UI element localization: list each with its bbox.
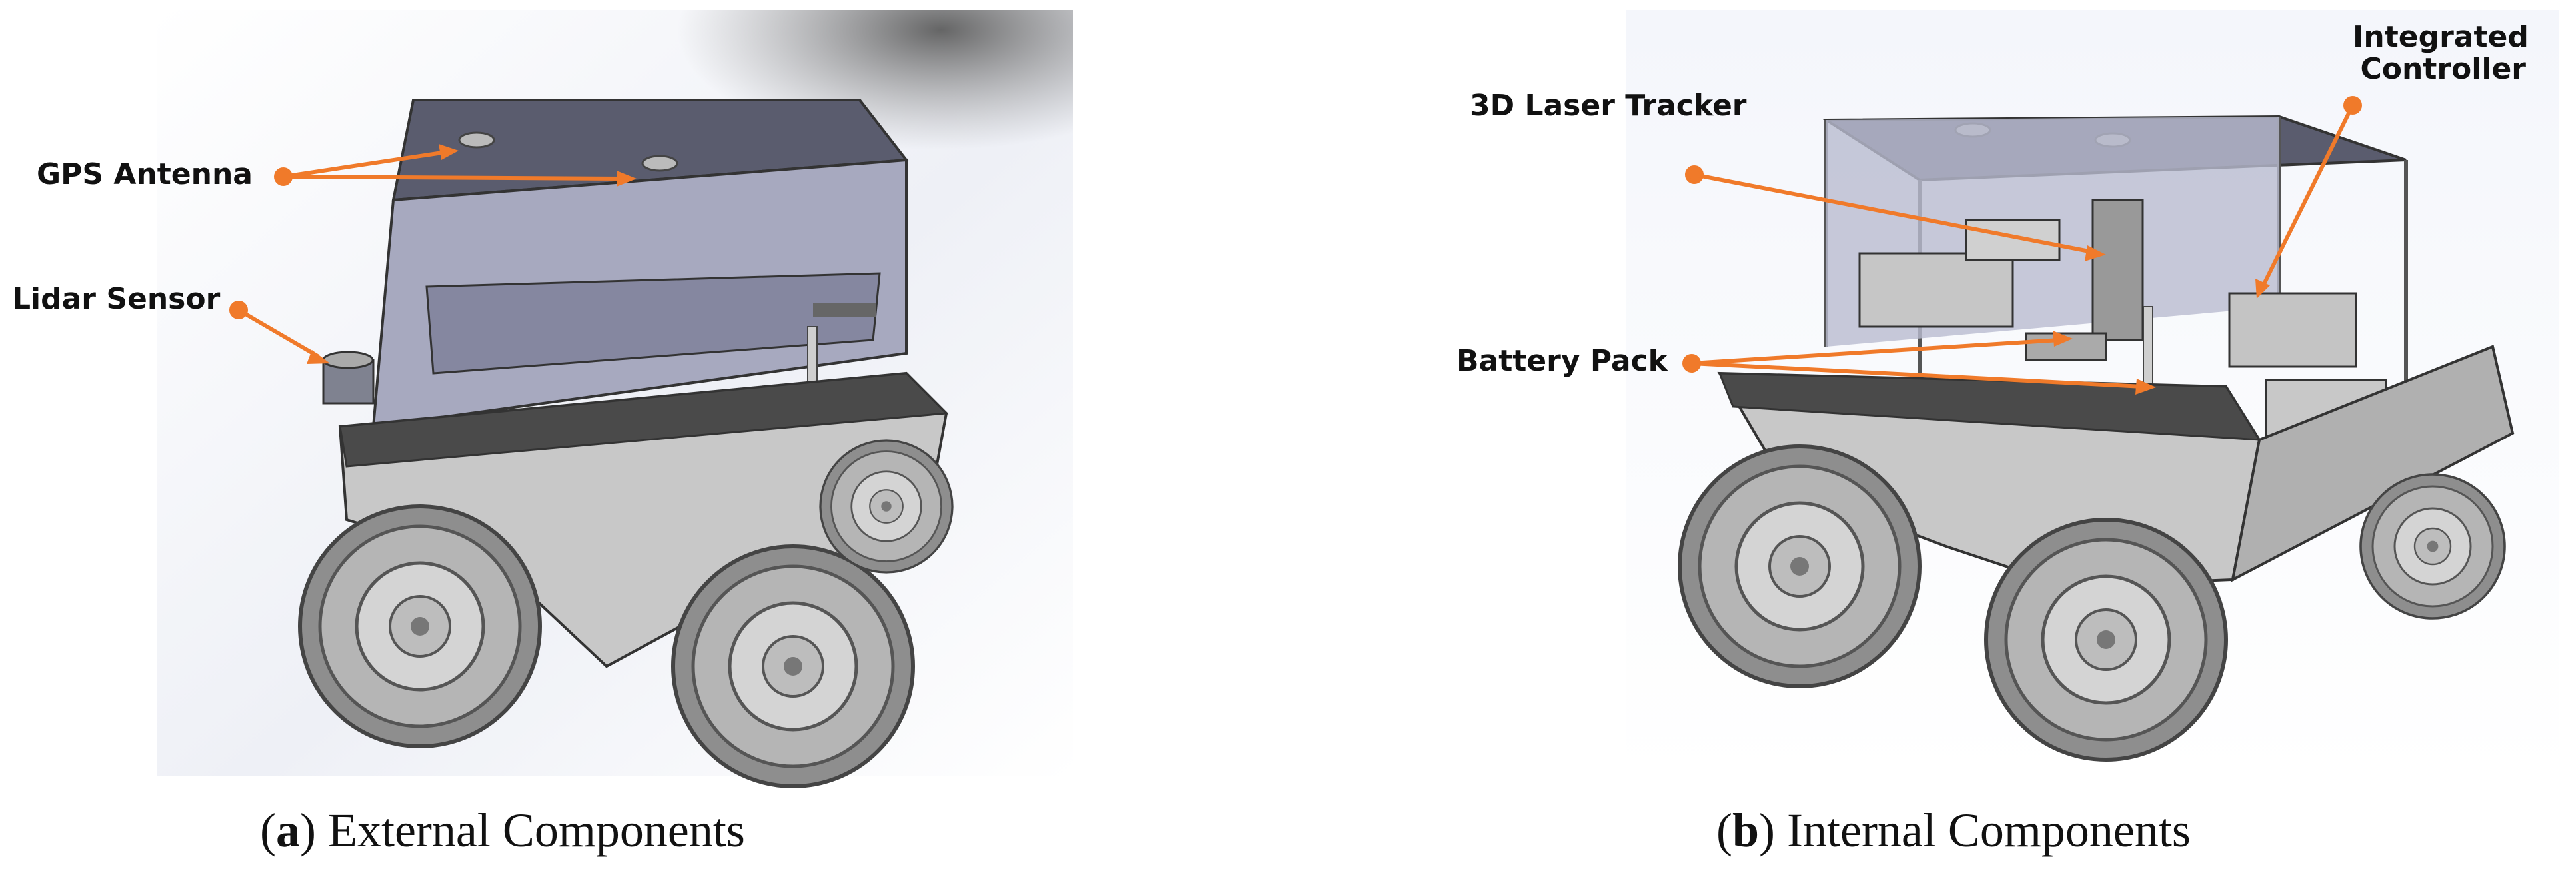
callout-integrated-controller-line2: Controller bbox=[2360, 52, 2526, 87]
caption-b-text: Internal Components bbox=[1787, 804, 2191, 857]
callout-integrated-controller: Integrated Controller bbox=[2353, 20, 2529, 87]
caption-a-letter: a bbox=[275, 804, 300, 857]
caption-b: (b) Internal Components bbox=[1716, 804, 2191, 857]
callout-lidar-sensor: Lidar Sensor bbox=[12, 282, 221, 316]
callout-3d-laser-tracker: 3D Laser Tracker bbox=[1470, 89, 1747, 123]
callout-arrows bbox=[229, 96, 2362, 395]
panel-b-render bbox=[1626, 10, 2559, 776]
caption-b-letter: b bbox=[1732, 804, 1760, 857]
callout-gps-antenna: GPS Antenna bbox=[37, 157, 253, 191]
panel-a-render bbox=[157, 10, 1073, 786]
caption-a: (a) External Components bbox=[260, 804, 745, 857]
callout-battery-pack: Battery Pack bbox=[1456, 344, 1668, 378]
callout-integrated-controller-line1: Integrated bbox=[2353, 20, 2529, 54]
caption-a-text: External Components bbox=[327, 804, 745, 857]
